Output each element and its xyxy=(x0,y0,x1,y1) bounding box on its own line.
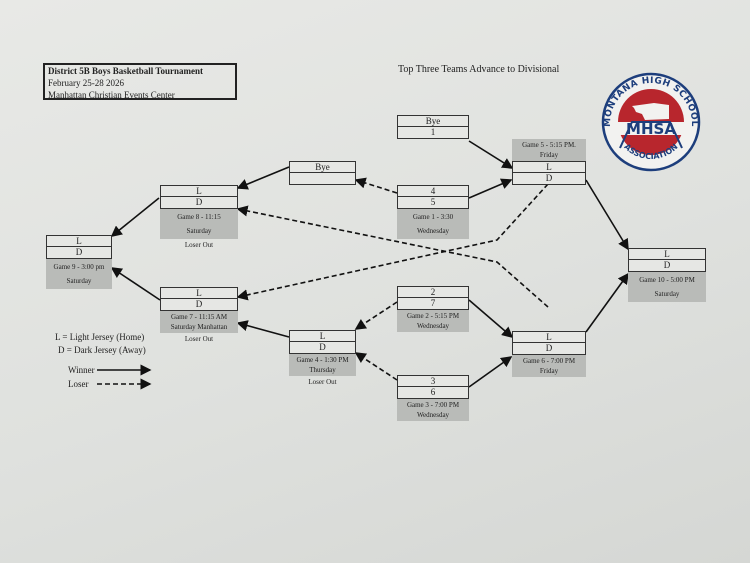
legend-light: L = Light Jersey (Home) xyxy=(55,332,145,342)
loser-out-note: Loser Out xyxy=(184,335,214,343)
jersey-legend: L = Light Jersey (Home) D = Dark Jersey … xyxy=(55,331,146,357)
tournament-venue: Manhattan Christian Events Center xyxy=(48,90,175,100)
game-day: Saturday xyxy=(186,227,212,235)
mhsa-logo: MHSA MONTANA HIGH SCHOOL ASSOCIATION xyxy=(601,72,701,172)
legend-loser: Loser xyxy=(68,379,89,389)
slot-top: L xyxy=(512,161,586,173)
slot-bottom: D xyxy=(628,260,706,272)
loser-out-note: Loser Out xyxy=(184,241,214,249)
game-day: Thursday xyxy=(309,366,336,374)
game-time: Game 7 - 11:15 AM xyxy=(170,313,228,321)
game-time: Game 1 - 3:30 xyxy=(412,213,454,221)
game-day: Saturday xyxy=(66,277,92,285)
slot-bottom: D xyxy=(289,342,356,354)
game-day: Friday xyxy=(539,151,559,159)
slot-top: L xyxy=(512,331,586,343)
tournament-title-box: District 5B Boys Basketball Tournament F… xyxy=(43,63,237,100)
game-info: Game 1 - 3:30 Wednesday xyxy=(397,209,469,239)
slot-bottom: 5 xyxy=(397,197,469,209)
match-game9: L D Game 9 - 3:00 pm Saturday xyxy=(46,235,112,289)
game-day: Wednesday xyxy=(416,411,450,419)
slot-top: L xyxy=(160,287,238,299)
game-day: Wednesday xyxy=(416,227,450,235)
game-day: Saturday Manhattan xyxy=(170,323,228,331)
slot-bottom xyxy=(289,173,356,185)
slot-bottom: D xyxy=(160,197,238,209)
slot-top: L xyxy=(160,185,238,197)
slot-top: L xyxy=(46,235,112,247)
game-time: Game 9 - 3:00 pm xyxy=(53,263,105,271)
match-game8: L D Game 8 - 11:15 Saturday Loser Out xyxy=(160,185,238,251)
game-info: Game 10 - 5:00 PM Saturday xyxy=(628,272,706,302)
game-time: Game 6 - 7:00 PM xyxy=(522,357,576,365)
legend-winner: Winner xyxy=(68,365,95,375)
match-game2: 2 7 Game 2 - 5:15 PM Wednesday xyxy=(397,286,469,332)
slot-bottom: 1 xyxy=(397,127,469,139)
game-info: Game 6 - 7:00 PM Friday xyxy=(512,355,586,377)
game-day: Wednesday xyxy=(416,322,450,330)
tournament-dates: February 25-28 2026 xyxy=(48,78,124,88)
game-time: Game 8 - 11:15 xyxy=(177,213,221,221)
slot-top: L xyxy=(289,330,356,342)
slot-bottom: D xyxy=(160,299,238,311)
slot-top: Bye xyxy=(397,115,469,127)
game-info: Game 5 - 5:15 PM. Friday xyxy=(512,139,586,161)
match-bye-round2: Bye xyxy=(289,161,356,185)
game-time: Game 3 - 7:00 PM xyxy=(406,401,460,409)
match-game1: 4 5 Game 1 - 3:30 Wednesday xyxy=(397,185,469,239)
logo-center-text: MHSA xyxy=(626,120,676,138)
game-day: Friday xyxy=(539,367,559,375)
slot-top: 3 xyxy=(397,375,469,387)
game-time: Game 10 - 5:00 PM xyxy=(639,276,695,284)
game-info: Game 3 - 7:00 PM Wednesday xyxy=(397,399,469,421)
game-info: Game 4 - 1:30 PM Thursday xyxy=(289,354,356,376)
game-time: Game 2 - 5:15 PM xyxy=(406,312,460,320)
match-game10: L D Game 10 - 5:00 PM Saturday xyxy=(628,248,706,302)
legend-dark: D = Dark Jersey (Away) xyxy=(58,345,146,355)
slot-top: Bye xyxy=(289,161,356,173)
slot-bottom: 6 xyxy=(397,387,469,399)
advance-note: Top Three Teams Advance to Divisional xyxy=(398,64,560,75)
match-bye-seed1: Bye 1 xyxy=(397,115,469,139)
match-game7: L D Game 7 - 11:15 AM Saturday Manhattan… xyxy=(160,287,238,345)
match-game3: 3 6 Game 3 - 7:00 PM Wednesday xyxy=(397,375,469,421)
match-game4: L D Game 4 - 1:30 PM Thursday Loser Out xyxy=(289,330,356,388)
game-info: Game 8 - 11:15 Saturday xyxy=(160,209,238,239)
slot-bottom: D xyxy=(512,343,586,355)
game-time: Game 4 - 1:30 PM xyxy=(296,356,349,364)
tournament-title: District 5B Boys Basketball Tournament xyxy=(48,66,204,76)
slot-top: 2 xyxy=(397,286,469,298)
loser-out-note: Loser Out xyxy=(308,378,337,386)
game-info: Game 7 - 11:15 AM Saturday Manhattan xyxy=(160,311,238,333)
game-info: Game 2 - 5:15 PM Wednesday xyxy=(397,310,469,332)
match-game5: Game 5 - 5:15 PM. Friday L D xyxy=(512,139,586,185)
slot-top: 4 xyxy=(397,185,469,197)
game-day: Saturday xyxy=(654,290,680,298)
slot-bottom: D xyxy=(512,173,586,185)
slot-bottom: 7 xyxy=(397,298,469,310)
game-info: Game 9 - 3:00 pm Saturday xyxy=(46,259,112,289)
line-legend: Winner Loser xyxy=(68,364,95,391)
slot-top: L xyxy=(628,248,706,260)
match-game6: L D Game 6 - 7:00 PM Friday xyxy=(512,331,586,377)
slot-bottom: D xyxy=(46,247,112,259)
game-time: Game 5 - 5:15 PM. xyxy=(522,141,576,149)
